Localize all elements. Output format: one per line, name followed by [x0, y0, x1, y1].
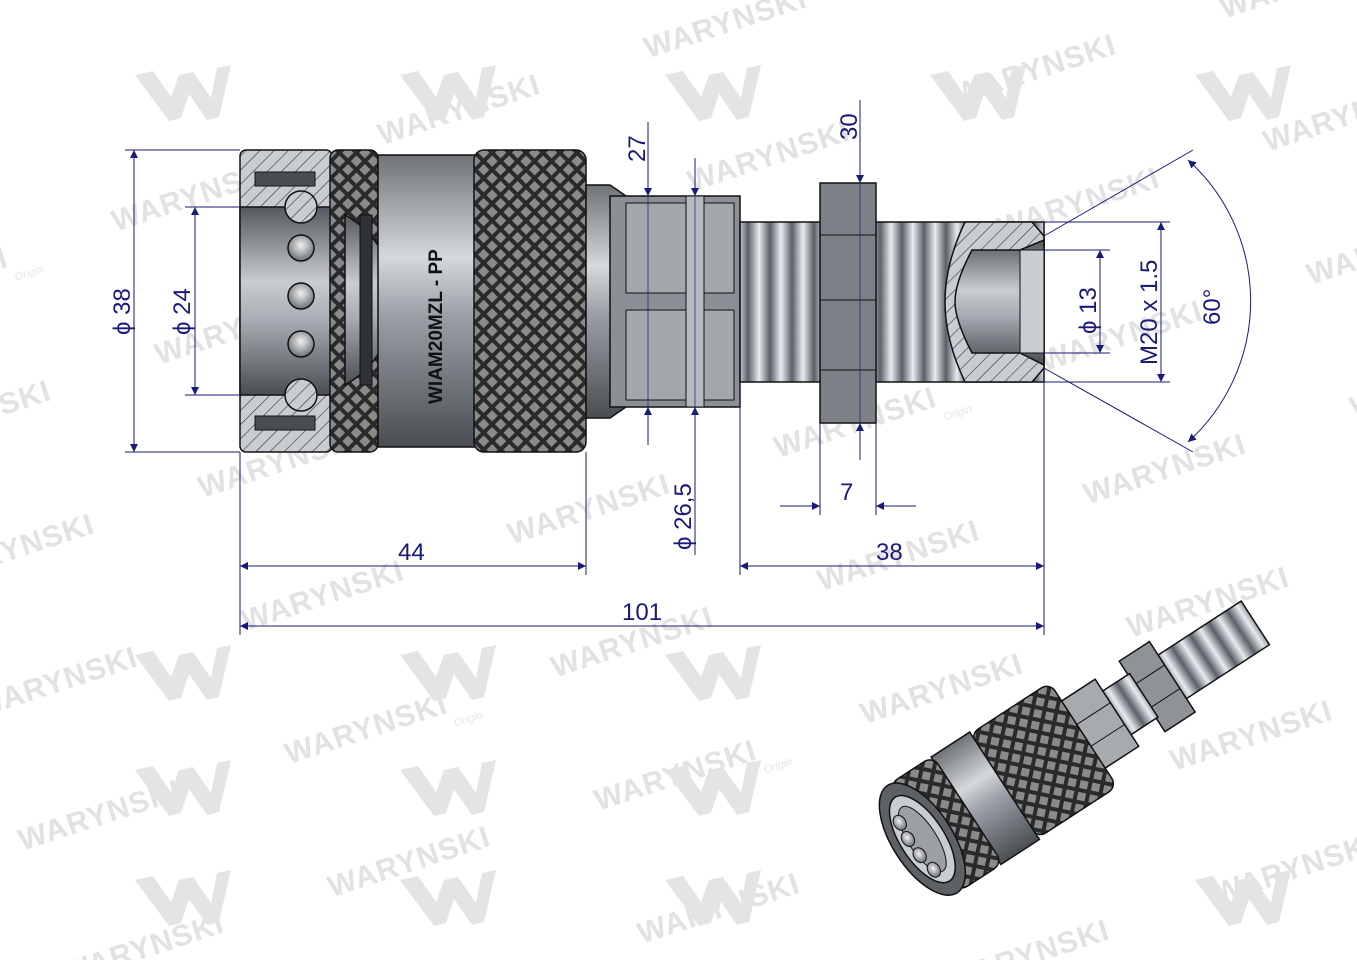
knurled-sleeve-main — [473, 149, 587, 453]
watermark-brand: WARYNSKI — [640, 0, 811, 65]
hex-body-27 — [609, 195, 741, 408]
dimension-labels: ϕ 38 ϕ 24 27 ϕ 26,5 30 7 ϕ 13 M20 x 1.5 … — [109, 113, 1226, 626]
dimension-layer — [125, 100, 1252, 635]
watermark-w-logo-icon — [135, 760, 231, 816]
dim-outer-diameter: ϕ 38 — [109, 288, 136, 335]
watermark-w-logo-icon — [1195, 870, 1291, 926]
watermark-brand: WARYNSKI — [504, 468, 675, 551]
watermark-w-logo-icon — [665, 65, 761, 121]
locking-ball-icon — [287, 330, 315, 358]
watermark-brand: WARYNSKI — [367, 954, 538, 960]
watermark-w-logo-icon — [665, 870, 761, 926]
locking-ball-icon — [287, 282, 315, 310]
watermark-brand: WARYNSKI — [0, 508, 98, 591]
watermark-brand: WARYNSKI — [0, 241, 12, 324]
watermark-w-logo-icon — [665, 760, 761, 816]
dim-bore-diameter: ϕ 13 — [1075, 287, 1102, 334]
watermark-brand: WARYNSKI — [0, 374, 55, 457]
watermark-brand: WARYNSKI — [0, 641, 142, 724]
dim-nut-width: 7 — [840, 479, 853, 506]
watermark-w-logo-icon — [400, 645, 496, 701]
dim-socket-length: 44 — [398, 539, 425, 566]
watermark-w-logo-icon — [400, 65, 496, 121]
watermark-sub: Origin — [453, 709, 485, 729]
dim-thread-length: 38 — [876, 539, 903, 566]
watermark-brand: WARYNSKI — [1036, 295, 1207, 378]
watermark-logo-group — [135, 65, 1291, 926]
watermark-brand: WARYNSKI — [237, 554, 408, 637]
watermark-w-logo-icon — [665, 645, 761, 701]
watermark-brand: WARYNSKI — [1303, 208, 1357, 291]
watermark-sub: Origin — [762, 756, 794, 776]
dim-hex-30: 30 — [836, 113, 863, 140]
watermark-w-logo-icon — [135, 645, 231, 701]
watermark-brand: WARYNSKI — [943, 914, 1114, 960]
dim-cone-angle: 60° — [1199, 289, 1226, 325]
watermark-w-logo-icon — [135, 65, 231, 121]
locking-ball-icon — [284, 378, 318, 412]
watermark-brand: WARYNSKI — [1346, 341, 1357, 424]
watermark-brand: WARYNSKI — [281, 687, 452, 770]
iso-ball-icon — [926, 861, 942, 878]
watermark-w-logo-icon — [400, 760, 496, 816]
locking-ball-icon — [287, 234, 315, 262]
watermark-w-logo-icon — [1195, 65, 1291, 121]
part-label: WIAM20MZL - PP — [426, 249, 447, 404]
isometric-view — [878, 600, 1271, 896]
dim-hex-27: 27 — [624, 135, 651, 162]
watermark-w-logo-icon — [930, 65, 1026, 121]
watermark-w-logo-icon — [400, 870, 496, 926]
watermark-brand: WARYNSKI — [1080, 428, 1251, 511]
section-view: WIAM20MZL - PP — [239, 149, 1045, 453]
watermark-w-logo-icon — [135, 870, 231, 926]
watermark-sub: Origin — [942, 403, 974, 423]
hex-nut-30 — [819, 182, 877, 424]
dim-thread: M20 x 1.5 — [1136, 260, 1163, 365]
iso-ball-icon — [912, 847, 927, 864]
watermark-brand: WARYNSKI — [1216, 0, 1357, 25]
dim-inner-diameter: ϕ 24 — [169, 288, 196, 335]
smooth-band — [377, 154, 476, 448]
dim-collar-diameter: ϕ 26,5 — [670, 483, 697, 550]
iso-ball-icon — [892, 814, 907, 831]
locking-ball-icon — [284, 190, 318, 224]
watermark-sub: Origin — [13, 263, 45, 283]
dim-overall-length: 101 — [622, 599, 662, 626]
iso-ball-icon — [900, 830, 916, 847]
